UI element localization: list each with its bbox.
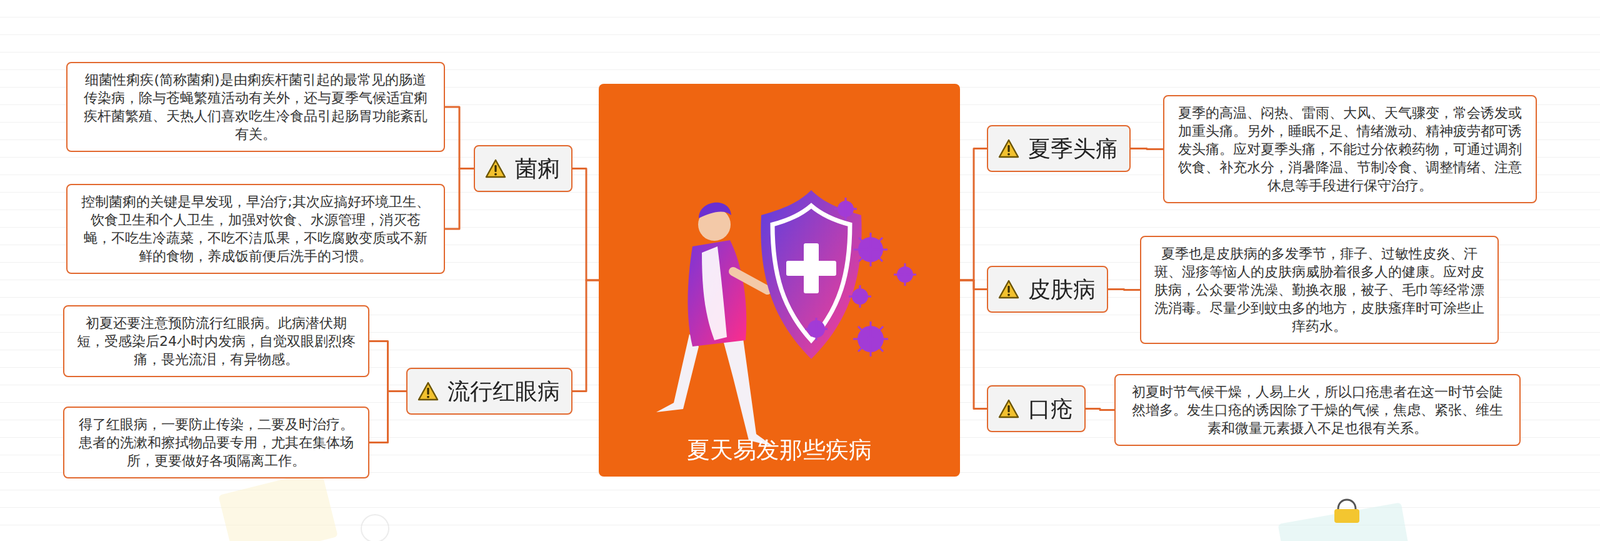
node-text: 菌痢 [515,155,560,182]
node-text: 初夏还要注意预防流行红眼病。此病潜伏期短，受感染后24小时内发病，自觉双眼剧烈疼… [75,313,357,369]
branch-topic: 皮肤病 [986,265,1109,313]
node-text: 夏季头痛 [1028,135,1119,162]
branch-topic: 菌痢 [473,145,573,192]
connector [1108,288,1140,291]
node-text: 口疮 [1028,395,1074,422]
connector [445,168,474,229]
node-text: 控制菌痢的关键是早发现，早治疗;其次应搞好环境卫生、饮食卫生和个人卫生，加强对饮… [78,192,433,265]
detail-box: 夏季的高温、闷热、雷雨、大风、天气骤变，常会诱发或加重头痛。另外，睡眠不足、情绪… [1163,95,1537,204]
detail-box: 细菌性痢疾(简称菌痢)是由痢疾杆菌引起的最常见的肠道传染病，除与苍蝇繁殖活动有关… [66,61,445,152]
warning-icon [998,279,1020,300]
connector [960,280,987,409]
detail-box: 初夏时节气候干燥，人易上火，所以口疮患者在这一时节会陡然增多。发生口疮的诱因除了… [1114,373,1521,446]
branch-topic: 流行红眼病 [406,367,573,415]
node-text: 夏天易发那些疾病 [598,436,960,464]
connector [369,391,407,443]
connector [960,148,987,280]
node-text: 细菌性痢疾(简称菌痢)是由痢疾杆菌引起的最常见的肠道传染病，除与苍蝇繁殖活动有关… [78,70,433,144]
connector [445,106,474,169]
node-text: 夏季也是皮肤病的多发季节，痱子、过敏性皮炎、汗斑、湿疹等恼人的皮肤病威胁着很多人… [1152,244,1487,335]
branch-topic: 夏季头痛 [986,125,1131,172]
detail-box: 控制菌痢的关键是早发现，早治疗;其次应搞好环境卫生、饮食卫生和个人卫生，加强对饮… [66,183,445,274]
detail-box: 初夏还要注意预防流行红眼病。此病潜伏期短，受感染后24小时内发病，自觉双眼剧烈疼… [63,305,370,377]
warning-icon [998,398,1020,419]
warning-icon [417,381,439,402]
shield-illustration [598,83,960,477]
connector [1130,147,1164,150]
central-topic: 夏天易发那些疾病 [598,83,960,477]
connector [1085,408,1115,410]
detail-box: 夏季也是皮肤病的多发季节，痱子、过敏性皮炎、汗斑、湿疹等恼人的皮肤病威胁着很多人… [1140,235,1499,344]
connector [572,168,599,280]
connector [369,341,407,392]
connector [572,280,599,392]
node-text: 皮肤病 [1028,275,1096,303]
warning-icon [485,158,507,179]
node-text: 初夏时节气候干燥，人易上火，所以口疮患者在这一时节会陡然增多。发生口疮的诱因除了… [1126,382,1509,437]
node-text: 夏季的高温、闷热、雷雨、大风、天气骤变，常会诱发或加重头痛。另外，睡眠不足、情绪… [1175,103,1525,195]
detail-box: 得了红眼病，一要防止传染，二要及时治疗。患者的洗漱和擦拭物品要专用，尤其在集体场… [63,406,370,479]
branch-topic: 口疮 [986,385,1086,432]
node-text: 流行红眼病 [447,377,560,405]
node-text: 得了红眼病，一要防止传染，二要及时治疗。患者的洗漱和擦拭物品要专用，尤其在集体场… [75,415,357,470]
warning-icon [998,138,1020,159]
